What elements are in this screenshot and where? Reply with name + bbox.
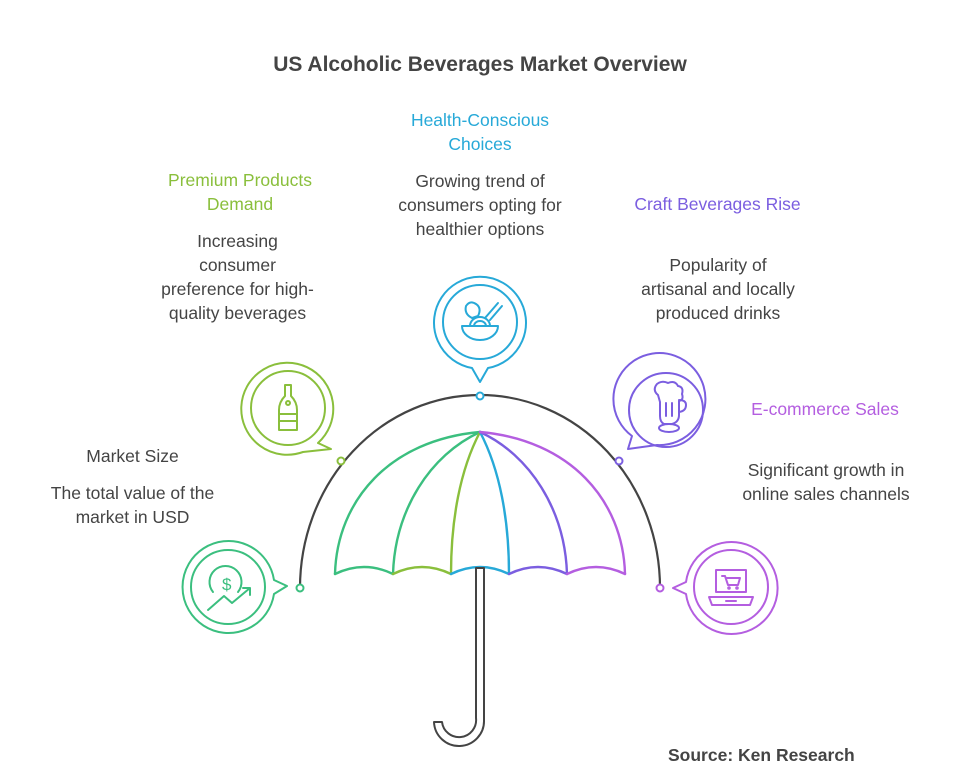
connector-dot-health (475, 391, 485, 401)
source-credit: Source: Ken Research (668, 745, 855, 765)
ecommerce-bubble (672, 541, 779, 635)
umbrella-hem-4 (507, 565, 569, 576)
umbrella-rib-3 (449, 430, 482, 576)
connector-dot-craft (614, 456, 624, 466)
outer-arc (298, 393, 662, 590)
laptop-cart-icon (708, 569, 754, 606)
connector-dot-premium (336, 456, 346, 466)
market-size-title: Market Size (86, 446, 179, 466)
craft-beverages-bubble (612, 352, 707, 450)
umbrella-rib-5 (478, 430, 569, 576)
umbrella-rib-4 (478, 430, 511, 576)
dollar-growth-icon: $ (207, 565, 251, 611)
svg-text:$: $ (222, 575, 232, 594)
connector-dot-market-size (295, 583, 305, 593)
salad-bowl-icon (461, 301, 503, 341)
umbrella-hem-1 (333, 565, 395, 576)
connector-dot-ecommerce (655, 583, 665, 593)
ecommerce-title: E-commerce Sales (751, 399, 899, 419)
beer-mug-icon (653, 380, 687, 433)
market-size-description: The total value of the market in USD (50, 483, 215, 527)
premium-products-title: Premium Products Demand (168, 170, 312, 214)
umbrella-rib-2 (391, 430, 482, 576)
craft-beverages-title: Craft Beverages Rise (634, 194, 801, 214)
health-conscious-description: Growing trend of consumers opting for he… (398, 171, 562, 239)
umbrella-handle (433, 567, 486, 747)
ecommerce-description: Significant growth in online sales chann… (742, 460, 910, 504)
health-conscious-bubble (433, 275, 527, 383)
umbrella-rib-1 (333, 430, 482, 576)
umbrella-hem-5 (565, 565, 627, 576)
craft-beverages-description: Popularity of artisanal and locally prod… (641, 255, 795, 323)
champagne-bottle-icon (278, 384, 298, 431)
market-size-bubble: $ (181, 540, 288, 634)
umbrella-rib-6 (478, 430, 627, 576)
premium-products-description: Increasing consumer preference for high-… (161, 231, 314, 323)
premium-products-bubble (240, 361, 335, 456)
health-conscious-title: Health-Conscious Choices (410, 110, 550, 154)
umbrella-hem-2 (391, 565, 453, 576)
diagram-title: US Alcoholic Beverages Market Overview (273, 53, 687, 76)
